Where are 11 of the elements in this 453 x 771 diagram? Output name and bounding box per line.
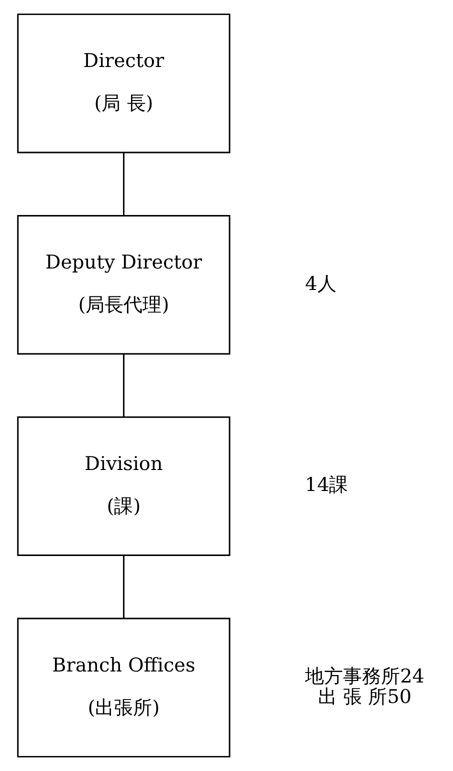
node-label: 出 張 所50 — [318, 684, 412, 708]
node-box: Division (課) — [16, 416, 230, 556]
connector — [122, 555, 124, 618]
node-label: 地方事務所24 — [304, 664, 424, 688]
node-box: Deputy Director (局長代理) — [16, 214, 230, 355]
node-box: Branch Offices (出張所) — [16, 618, 230, 758]
node-box: Director (局 長) — [16, 14, 230, 154]
node-label: 14課 — [304, 473, 348, 496]
connector — [122, 152, 124, 216]
connector — [122, 354, 124, 417]
node-label: 4人 — [304, 272, 336, 295]
